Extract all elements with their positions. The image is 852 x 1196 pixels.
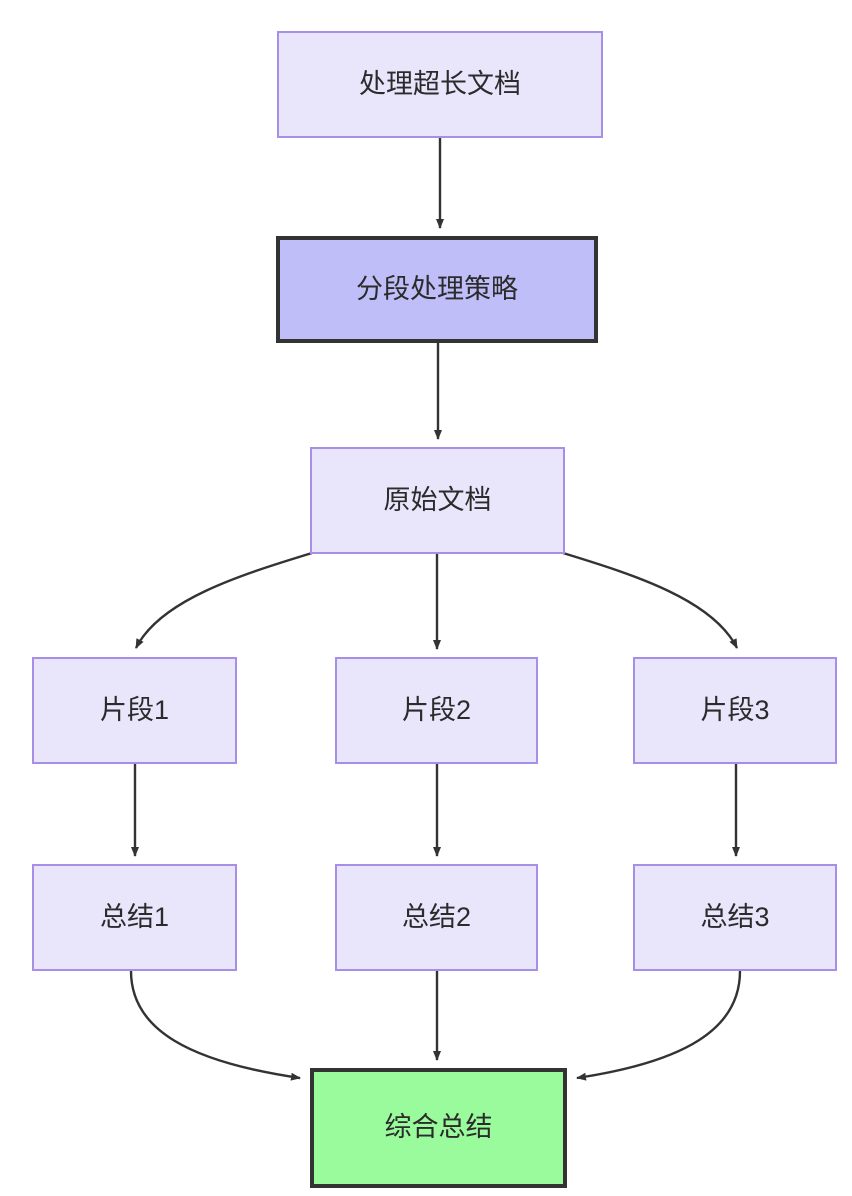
edge-n6-n9: [129, 970, 301, 1081]
edge-n2-n3: [134, 551, 313, 649]
edge-n8-n9: [576, 970, 742, 1081]
node-label: 处理超长文档: [359, 68, 521, 99]
node-original-document[interactable]: 原始文档: [310, 447, 565, 554]
node-summary-3[interactable]: 总结3: [633, 864, 837, 971]
node-process-long-document[interactable]: 处理超长文档: [277, 31, 603, 138]
node-label: 片段3: [700, 694, 770, 725]
node-label: 分段处理策略: [356, 273, 518, 304]
edge-n2-n5: [562, 551, 739, 649]
node-label: 综合总结: [384, 1112, 493, 1143]
node-chunking-strategy[interactable]: 分段处理策略: [276, 236, 598, 343]
node-fragment-1[interactable]: 片段1: [32, 657, 237, 764]
node-label: 总结3: [700, 901, 770, 932]
node-summary-1[interactable]: 总结1: [32, 864, 237, 971]
node-label: 总结2: [401, 901, 472, 932]
node-summary-2[interactable]: 总结2: [335, 864, 538, 971]
node-label: 原始文档: [383, 484, 492, 515]
node-fragment-3[interactable]: 片段3: [633, 657, 837, 764]
node-fragment-2[interactable]: 片段2: [335, 657, 538, 764]
node-label: 片段2: [401, 694, 472, 725]
node-label: 总结1: [99, 901, 170, 932]
node-label: 片段1: [99, 694, 170, 725]
node-combined-summary[interactable]: 综合总结: [310, 1068, 567, 1188]
